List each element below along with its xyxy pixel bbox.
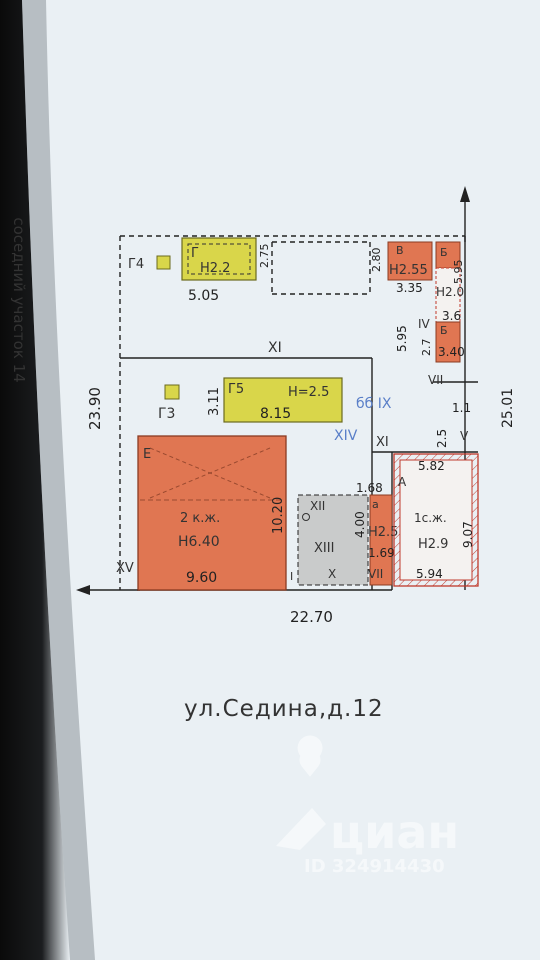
left-shadow-soft (22, 0, 95, 960)
e-letter: Е (143, 447, 151, 462)
dim-house1-bottom: 5.94 (416, 567, 443, 581)
address: ул.Седина,д.12 (184, 696, 384, 722)
dim-side-168: 1.68 (356, 481, 383, 495)
dim-g5-width: 8.15 (260, 406, 291, 422)
roman-xiv: XIV (334, 428, 358, 444)
roman-x: X (328, 567, 336, 581)
dim-left-height: 23.90 (86, 387, 104, 430)
watermark-id: ID 324914430 (304, 856, 445, 877)
a-letter: А (398, 475, 407, 489)
house2-height: Н6.40 (178, 534, 220, 550)
building-g4 (156, 255, 171, 270)
building-g3 (164, 384, 180, 400)
building-g5 (223, 377, 343, 423)
a-small-height: Н2.5 (368, 525, 398, 540)
dim-side-11: 1.1 (452, 401, 471, 415)
building-xiii (297, 494, 369, 586)
g3-label: Г3 (158, 406, 175, 422)
house2-cross-b (149, 447, 271, 499)
building-g2-inner (187, 243, 251, 275)
dim-side-169: 1.69 (368, 546, 395, 560)
roman-xi-top: XI (268, 340, 282, 356)
dim-side-36: 3.6 (442, 309, 461, 323)
house1-height: Н2.9 (418, 537, 448, 552)
watermark: циан ID 324914430 (276, 735, 459, 877)
roman-i-mark: I (290, 570, 293, 583)
a-small-letter: а (372, 498, 379, 511)
cian-logo-icon (276, 808, 326, 850)
watermark-brand: циан (330, 805, 459, 859)
xii-marker (302, 513, 310, 521)
dim-g5-height: 3.11 (207, 387, 222, 416)
g5-height: Н=2.5 (288, 385, 329, 400)
roman-vii-right: VII (428, 373, 443, 387)
roman-iv: IV (418, 317, 431, 331)
west-arrow (76, 585, 90, 595)
roman-xi-mid: XI (376, 435, 389, 450)
side-label: соседний участок 14 (10, 217, 28, 382)
g2-height: Н2.2 (200, 261, 230, 276)
roman-xiv-extra: бб IX (356, 396, 392, 412)
roman-xii: XII (310, 499, 325, 513)
dim-side-400: 4.00 (353, 511, 367, 538)
dim-side-25: 2.5 (435, 429, 449, 448)
dim-g2-width: 5.05 (188, 288, 219, 304)
g5-letter: Г5 (228, 382, 244, 397)
g4-label: Г4 (128, 257, 144, 272)
roman-xv: XV (116, 561, 134, 576)
location-pin-icon (297, 735, 323, 777)
dim-side-275: 2.75 (258, 244, 271, 269)
dim-house2-width: 9.60 (186, 570, 217, 586)
dim-side-280: 2.80 (370, 248, 383, 273)
north-arrow (460, 186, 470, 202)
g2-letter: Г (191, 246, 199, 261)
building-g2 (181, 237, 257, 281)
dim-house1-side: 9.07 (461, 521, 475, 548)
roman-vii-bottom: VII (368, 567, 383, 581)
v-height: Н2.55 (389, 263, 428, 278)
dim-side-27: 2.7 (420, 339, 433, 357)
dim-house1-top: 5.82 (418, 459, 445, 473)
b-height: Н2.0 (436, 285, 464, 299)
dim-side-595-b: 5.95 (452, 260, 465, 285)
left-shadow (0, 0, 70, 960)
dim-right-height: 25.01 (500, 388, 516, 428)
building-b-top (435, 241, 461, 269)
dim-side-340: 3.40 (438, 345, 465, 359)
building-b-mid (435, 267, 461, 323)
roman-xiii: XIII (314, 541, 334, 556)
building-a-small (369, 494, 393, 586)
b-letter-bottom: Б (440, 324, 448, 337)
dim-side-335: 3.35 (396, 281, 423, 295)
building-b-bottom (435, 321, 461, 363)
v-letter: В (396, 244, 404, 257)
dim-side-595-a: 5.95 (395, 325, 409, 352)
house1-name: 1с.ж. (414, 511, 447, 525)
dim-bottom-width: 22.70 (290, 608, 333, 626)
dim-house2-depth: 10.20 (271, 497, 286, 534)
building-house1-inner (399, 459, 473, 581)
b-letter-top: Б (440, 246, 448, 259)
roman-v-right: V (460, 429, 469, 443)
building-house2 (137, 435, 287, 591)
building-v (387, 241, 433, 281)
house2-name: 2 к.ж. (180, 511, 220, 526)
